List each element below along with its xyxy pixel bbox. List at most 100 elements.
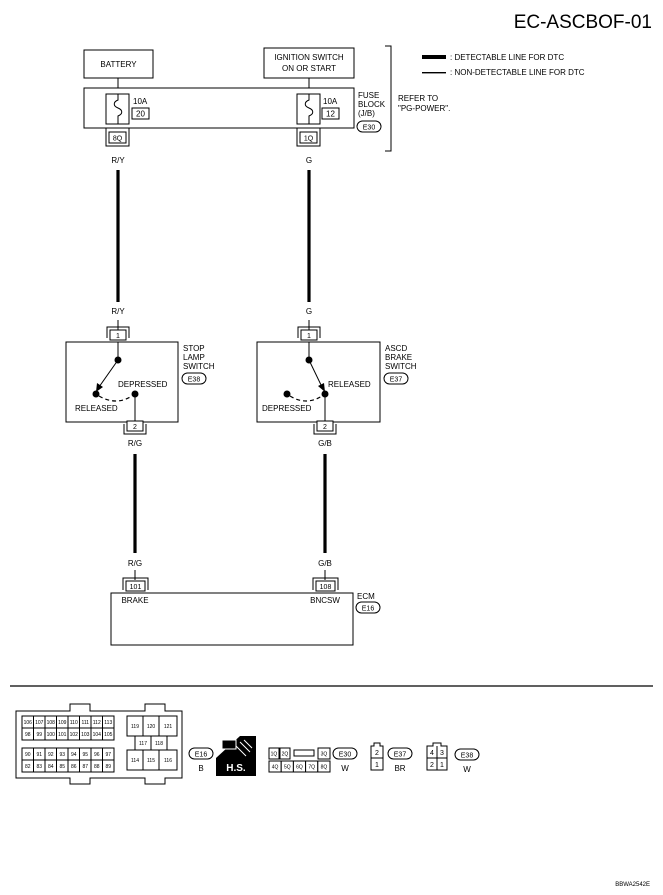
e38-pin-1: 1	[440, 762, 444, 769]
stop-lamp-pin1: 1	[116, 333, 120, 340]
e16-terminal: 93	[59, 752, 65, 758]
refer-bracket	[385, 45, 392, 152]
fuse-left: 10A 20 8Q	[105, 93, 150, 144]
fuse-block-title-1: FUSE	[358, 91, 379, 100]
e16-color: B	[198, 764, 203, 773]
ecm-connector-id: E16	[362, 606, 375, 613]
e30-key-slot	[293, 749, 315, 757]
e16-terminal: 119	[131, 724, 139, 730]
ecm-brake-bracket	[122, 577, 149, 590]
e16-connector-badge	[188, 747, 214, 760]
wire-label-gb-top: G/B	[318, 439, 332, 448]
ignition-label-2: ON OR START	[282, 64, 336, 73]
connector-view-e38: 4 3 2 1 E38 W	[426, 742, 480, 774]
ecm-bncsw-label: BNCSW	[310, 596, 340, 605]
e16-terminal: 116	[164, 758, 172, 764]
legend-detectable: : DETECTABLE LINE FOR DTC	[450, 53, 564, 62]
stop-lamp-arm	[98, 359, 119, 388]
e16-terminal: 117	[139, 741, 147, 747]
e30-terminal: 7Q	[308, 765, 315, 771]
stop-lamp-contact-released	[92, 390, 100, 398]
e16-terminal: 86	[71, 764, 77, 770]
e16-terminal: 106	[24, 720, 33, 726]
e16-terminal: 82	[25, 764, 31, 770]
ascd-arrow	[318, 383, 325, 392]
e16-terminal: 96	[94, 752, 100, 758]
e16-terminal: 121	[164, 724, 173, 730]
battery-box	[83, 49, 154, 79]
stop-lamp-depressed-label: DEPRESSED	[118, 380, 168, 389]
e30-terminal: 2Q	[282, 752, 289, 758]
stop-lamp-released-label: RELEASED	[75, 404, 118, 413]
e37-connector-id: E37	[394, 752, 407, 759]
e30-terminal: 4Q	[272, 765, 279, 771]
ascd-pin2-bracket	[313, 424, 337, 435]
wire-label-g-bottom: G	[306, 307, 312, 316]
e16-terminal: 94	[71, 752, 77, 758]
hs-symbol: H.S.	[216, 736, 256, 776]
fuse-left-symbol	[113, 94, 123, 124]
e30-terminal: 1Q	[271, 752, 278, 758]
e38-connector-badge	[454, 748, 480, 761]
e16-terminal: 115	[147, 758, 155, 764]
ecm-bncsw-pin-box	[315, 580, 336, 592]
fuse-block-title-3: (J/B)	[358, 109, 375, 118]
ascd-connector-id: E37	[390, 377, 403, 384]
e16-terminal: 104	[93, 732, 102, 738]
e16-terminal: 109	[58, 720, 67, 726]
battery-label: BATTERY	[100, 60, 137, 69]
ascd-name-2: BRAKE	[385, 353, 412, 362]
ecm: 101 108 BRAKE BNCSW ECM E16	[110, 570, 381, 646]
ecm-name: ECM	[357, 592, 375, 601]
ascd-depressed-label: DEPRESSED	[262, 404, 312, 413]
stop-lamp-name-3: SWITCH	[183, 362, 215, 371]
ascd-contact-depressed	[283, 390, 291, 398]
connector-view-e37: 2 1 E37 BR	[370, 742, 413, 773]
hs-hatch	[235, 739, 253, 757]
fuse-left-amp: 10A	[133, 97, 148, 106]
ecm-connector-badge	[355, 601, 381, 614]
ignition-label-1: IGNITION SWITCH	[274, 53, 344, 62]
e38-pin-2: 2	[430, 762, 434, 769]
e30-connector-id: E30	[339, 752, 352, 759]
fuse-right-number-box	[321, 107, 340, 120]
e16-terminal: 95	[82, 752, 88, 758]
e30-terminal: 8Q	[321, 765, 328, 771]
e30-terminal: 6Q	[296, 765, 303, 771]
ignition-switch-box	[263, 47, 355, 79]
ascd-arm	[308, 359, 323, 388]
e37-pin-a: 2	[375, 750, 379, 757]
stop-lamp-connector-badge	[181, 372, 207, 385]
e16-terminal: 83	[36, 764, 42, 770]
e30-connector-badge	[332, 747, 358, 760]
e16-terminal: 105	[104, 732, 113, 738]
e37-connector-badge	[387, 747, 413, 760]
e37-housing	[370, 742, 384, 771]
ecm-brake-label: BRAKE	[121, 596, 148, 605]
stop-lamp-pin2-box	[126, 420, 144, 432]
fuse-left-terminal-box	[108, 131, 127, 144]
legend-thin-line	[422, 72, 446, 74]
page-title: EC-ASCBOF-01	[514, 12, 652, 33]
e16-terminal-cell	[158, 715, 178, 737]
ascd-released-label: RELEASED	[328, 380, 371, 389]
ecm-body	[110, 592, 354, 646]
e16-terminal: 120	[147, 724, 156, 730]
e38-color: W	[463, 765, 471, 774]
e16-terminal: 97	[105, 752, 111, 758]
legend-thick-line	[422, 55, 446, 59]
e16-terminal: 102	[70, 732, 79, 738]
wire-label-rg-top: R/G	[128, 439, 142, 448]
fuse-left-terminal: 8Q	[113, 136, 123, 143]
fuse-right: 10A 12 1Q	[296, 93, 340, 144]
e16-terminal: 99	[36, 732, 42, 738]
ecm-bncsw-bracket	[312, 577, 339, 590]
stop-lamp-arrow	[96, 383, 103, 392]
figure-code: BBWA2542E	[615, 882, 650, 888]
e30-terminal: 5Q	[284, 765, 291, 771]
e37-color: BR	[394, 764, 405, 773]
